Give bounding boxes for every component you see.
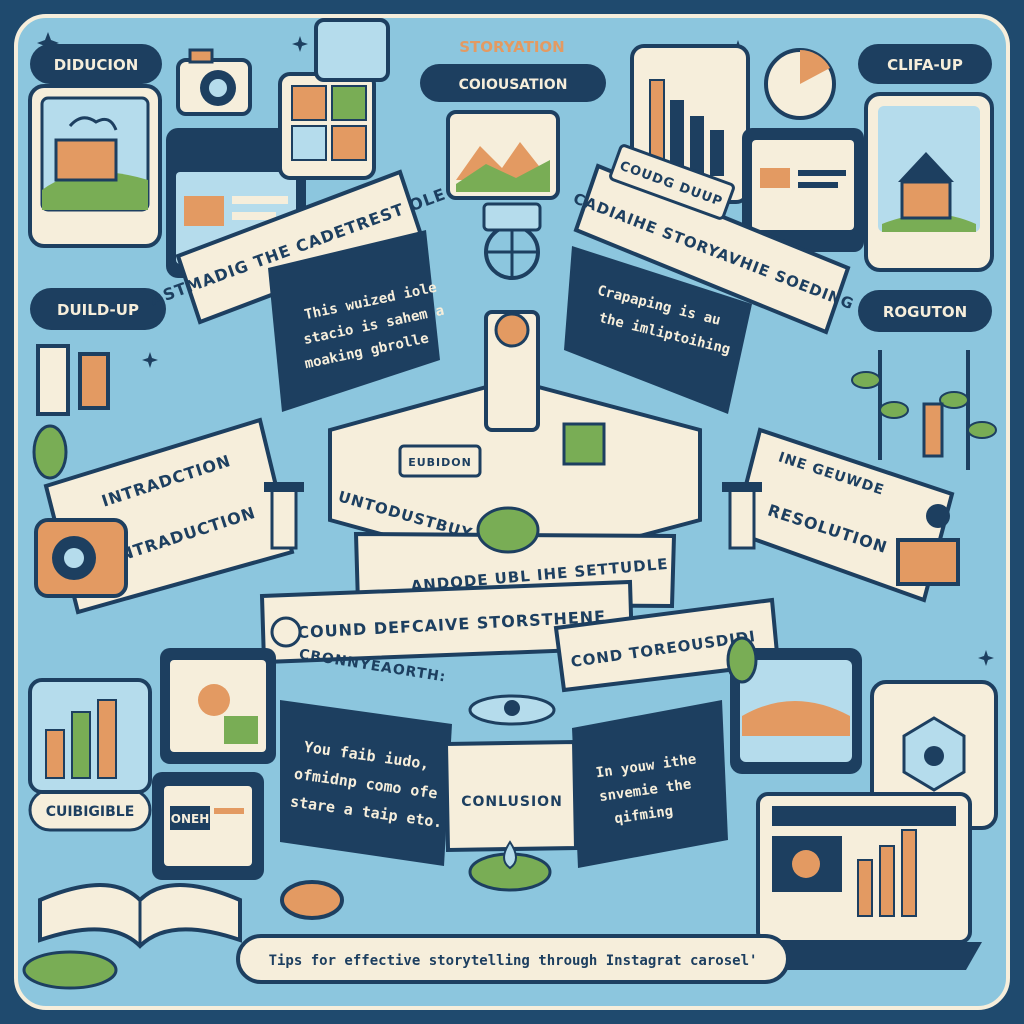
header-storyation: STORYATION (459, 38, 565, 56)
svg-text:DIDUCION: DIDUCION (54, 56, 139, 74)
footer-banner: Tips for effective storytelling through … (236, 934, 790, 984)
house-card (864, 92, 994, 272)
dark-panel-left: This wuized iole stacio is sahem a moaki… (268, 230, 446, 412)
pillar-left-icon (264, 482, 304, 550)
leaf-icon (32, 424, 68, 480)
open-book-icon (22, 883, 242, 990)
sprout-icon (476, 506, 540, 554)
image-edit-panel (160, 648, 276, 764)
bar-chart-icon-small (28, 678, 152, 794)
steering-wheel-icon (482, 202, 542, 280)
landscape-card (28, 84, 162, 248)
monitor-panel (742, 128, 864, 252)
tv-screen: ONEH (152, 772, 264, 880)
desk-person-icon (896, 504, 960, 586)
dark-panel-right: Crapaping is au the imliptoihing (564, 246, 752, 414)
camera-icon (176, 48, 252, 116)
ribbon-lower-right: COND TOREOUSDIDI (553, 597, 781, 693)
label-coiousation: COIOUSATION (420, 64, 606, 102)
pie-chart-icon (764, 48, 836, 120)
svg-text:DUILD-UP: DUILD-UP (57, 301, 139, 319)
svg-text:ONEH: ONEH (171, 812, 209, 826)
panorama-card (730, 648, 862, 774)
conclusion-ribbon: CONLUSION (443, 694, 579, 853)
lock-badge-card (870, 680, 998, 830)
plant-pot-icon (726, 636, 758, 684)
dark-panel-bottom-right: In youw ithe snvemie the qifming (572, 700, 728, 868)
svg-text:CONLUSION: CONLUSION (461, 794, 563, 810)
label-cuibigible: CUIBIGIBLE (28, 788, 152, 832)
svg-text:Tips for effective storytellin: Tips for effective storytelling through … (269, 953, 758, 969)
center-core (328, 310, 702, 573)
video-camera-icon (34, 518, 128, 598)
analytics-laptop (748, 792, 982, 970)
label-duild-up: DUILD-UP (30, 288, 166, 330)
pillar-right-icon (722, 482, 762, 550)
dark-panel-bottom-left: You faib iudo, ofmidnp como ofe stare a … (280, 700, 452, 866)
svg-text:ROGUTON: ROGUTON (883, 303, 967, 321)
ribbon-lower-wide: COUND DEFCAIVE STORSTHENE (259, 579, 635, 665)
mountain-chart-card (446, 110, 560, 200)
label-diducion: DIDUCION (30, 44, 162, 84)
ribbon-center-small: EUBIDON (398, 444, 482, 478)
svg-text:EUBIDON: EUBIDON (408, 456, 472, 469)
door-icons (36, 344, 110, 416)
water-drop-icon (468, 840, 552, 892)
coin-icon (270, 616, 344, 920)
svg-text:CUIBIGIBLE: CUIBIGIBLE (46, 804, 135, 820)
label-clifa-up: CLIFA-UP (858, 44, 992, 84)
svg-text:COIOUSATION: COIOUSATION (459, 77, 568, 93)
label-roguton: ROGUTON (858, 290, 992, 332)
photo-collage (278, 18, 390, 180)
svg-text:CLIFA-UP: CLIFA-UP (887, 56, 963, 74)
plant-icons (851, 350, 997, 470)
